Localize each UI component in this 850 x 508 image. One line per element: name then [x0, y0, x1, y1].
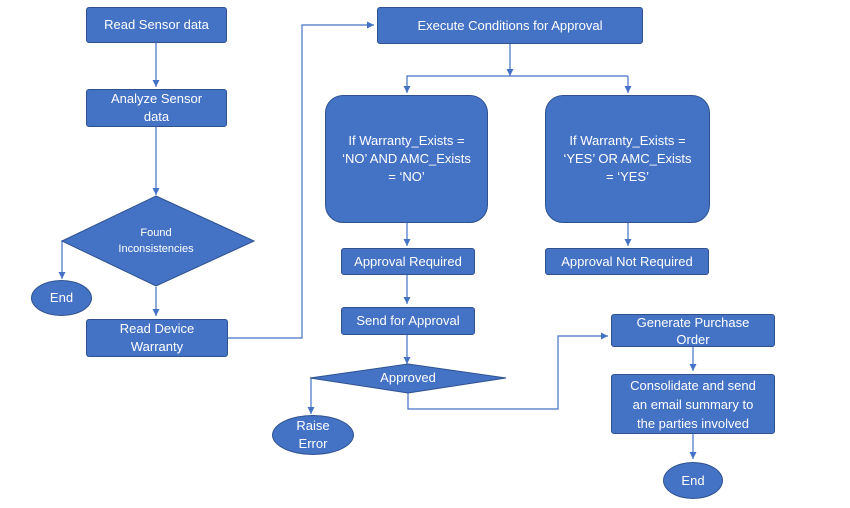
- analyze-sensor-node: Analyze Sensor data: [86, 89, 227, 127]
- analyze-sensor-label: Analyze Sensor data: [110, 91, 203, 124]
- raise-error-node: Raise Error: [272, 415, 354, 455]
- end-left-label: End: [49, 290, 74, 305]
- send-for-approval-label: Send for Approval: [356, 313, 460, 328]
- connector-split-left: [403, 75, 628, 93]
- consolidate-node: Consolidate and send an email summary to…: [611, 374, 775, 434]
- condition-left-node: If Warranty_Exists = ‘NO’ AND AMC_Exists…: [325, 95, 488, 223]
- execute-conditions-label: Execute Conditions for Approval: [417, 17, 603, 33]
- found-inconsistencies-diamond: [60, 195, 256, 287]
- end-right-label: End: [681, 472, 705, 488]
- end-right-node: End: [663, 462, 723, 499]
- generate-po-label: Generate Purchase Order: [636, 314, 750, 347]
- read-sensor-label: Read Sensor data: [104, 17, 209, 32]
- approved-diamond: [309, 363, 507, 394]
- end-left-node: End: [31, 280, 92, 316]
- approval-not-required-node: Approval Not Required: [545, 248, 709, 275]
- read-sensor-node: Read Sensor data: [86, 7, 227, 43]
- consolidate-label: Consolidate and send an email summary to…: [630, 377, 756, 431]
- connector-approved-to-po: [407, 332, 608, 410]
- approved-label: Approved: [380, 370, 436, 385]
- condition-left-label: If Warranty_Exists = ‘NO’ AND AMC_Exists…: [342, 133, 471, 184]
- execute-conditions-node: Execute Conditions for Approval: [377, 7, 643, 44]
- connector-warranty-to-execute: [228, 21, 374, 339]
- send-for-approval-node: Send for Approval: [341, 307, 475, 335]
- condition-right-node: If Warranty_Exists = ‘YES’ OR AMC_Exists…: [545, 95, 710, 223]
- read-warranty-label: Read Device Warranty: [119, 321, 195, 354]
- found-inconsistencies-label: Found Inconsistencies: [118, 227, 194, 255]
- approval-not-required-label: Approval Not Required: [561, 253, 693, 269]
- generate-po-node: Generate Purchase Order: [611, 314, 775, 347]
- approval-required-label: Approval Required: [354, 253, 462, 269]
- approval-required-node: Approval Required: [341, 248, 475, 275]
- raise-error-label: Raise Error: [296, 418, 330, 451]
- condition-right-label: If Warranty_Exists = ‘YES’ OR AMC_Exists…: [563, 133, 692, 184]
- read-warranty-node: Read Device Warranty: [86, 319, 228, 357]
- connector-found-to-end: [58, 240, 66, 279]
